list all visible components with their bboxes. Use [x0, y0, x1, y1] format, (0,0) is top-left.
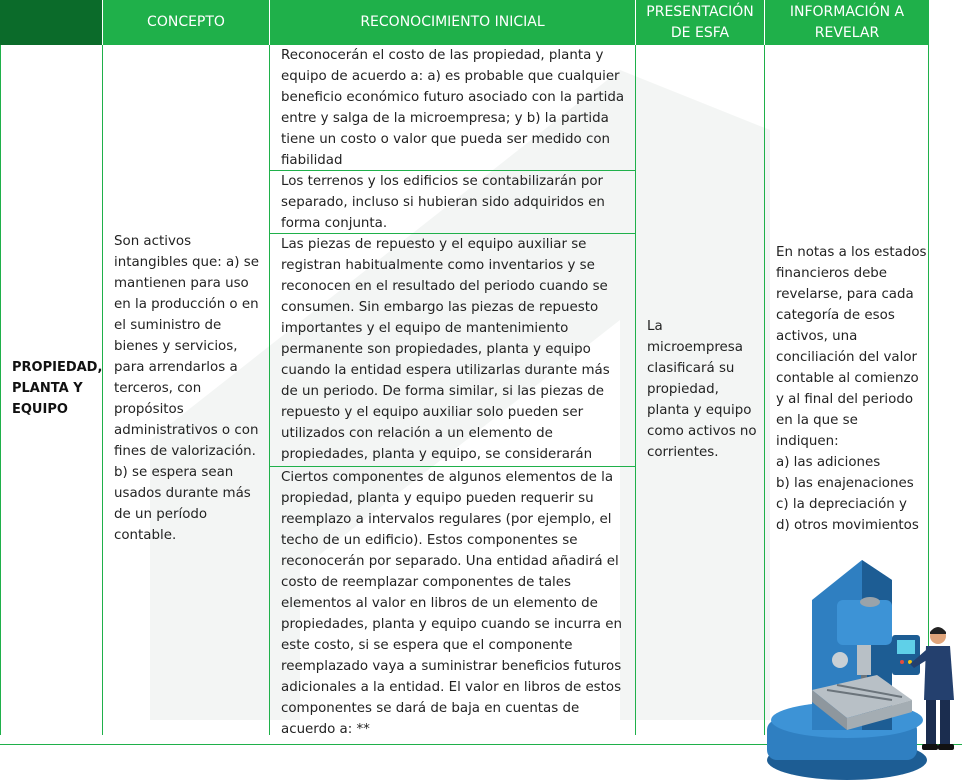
- column-divider: [0, 45, 1, 735]
- presentacion-text: La microempresa clasificará su propiedad…: [647, 319, 757, 460]
- concepto-text: Son activos intangibles que: a) se manti…: [114, 234, 259, 543]
- reconocimiento-item-4: Ciertos componentes de algunos elementos…: [281, 470, 622, 737]
- header-presentacion-esfa: PRESENTACIÓN DE ESFA: [636, 0, 764, 45]
- subrow-divider: [270, 233, 635, 234]
- reconocimiento-item-3: Las piezas de repuesto y el equipo auxil…: [281, 237, 610, 462]
- header-informacion-revelar: INFORMACIÓN A REVELAR: [765, 0, 929, 45]
- milling-machine-with-worker-icon: [767, 560, 954, 780]
- header-row-label-cell: [0, 0, 102, 45]
- background-arrow-watermark: [150, 70, 770, 720]
- table-bottom-line: [0, 744, 962, 745]
- column-divider: [102, 45, 103, 735]
- header-reconocimiento-inicial: RECONOCIMIENTO INICIAL: [270, 0, 635, 45]
- header-concepto: CONCEPTO: [103, 0, 269, 45]
- informacion-text: En notas a los estados financieros debe …: [776, 245, 927, 533]
- column-divider: [928, 45, 929, 735]
- reconocimiento-item-1: Reconocerán el costo de las propiedad, p…: [281, 48, 625, 168]
- column-divider: [269, 45, 270, 735]
- reconocimiento-item-2: Los terrenos y los edificios se contabil…: [281, 174, 605, 231]
- subrow-divider: [270, 170, 635, 171]
- column-divider: [764, 45, 765, 735]
- subrow-divider: [270, 466, 635, 467]
- row-label-propiedad-planta-equipo: PROPIEDAD, PLANTA Y EQUIPO: [12, 360, 103, 417]
- column-divider: [635, 45, 636, 735]
